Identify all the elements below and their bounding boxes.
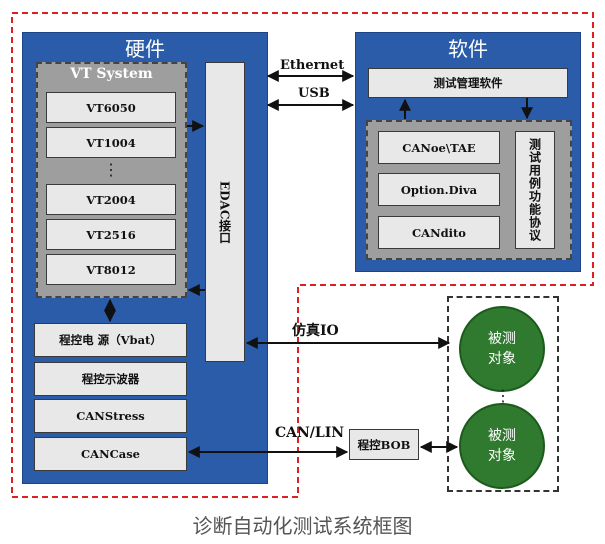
ethernet-label: Ethernet [280,58,345,73]
usb-label: USB [298,86,330,101]
hardware-title: 硬件 [125,37,165,61]
sim-io-label: 仿真IO [292,323,339,339]
protocol-box: 测试用例功能协议 [515,131,555,249]
instrument-oscilloscope: 程控示波器 [34,362,187,396]
test-manager-box: 测试管理软件 [368,68,568,98]
edac-interface: EDAC接口 [205,62,245,362]
instrument-cancase: CANCase [34,437,187,471]
dut-ellipsis: ⋮ [495,386,511,405]
vt-module-vt2516: VT2516 [46,219,176,250]
dut-label-line1: 被测 [488,331,516,347]
dut-circle-2: 被测对象 [459,403,545,489]
dut-label-line2: 对象 [488,351,516,367]
vt-module-ellipsis: ⋮ [103,160,119,179]
vt-module-vt1004: VT1004 [46,127,176,158]
programmable-bob: 程控BOB [349,429,419,460]
instrument-canstress: CANStress [34,399,187,433]
software-title: 软件 [448,37,488,61]
dut-circle-1: 被测对象 [459,306,545,392]
can-lin-label: CAN/LIN [275,425,345,441]
vt-system-title: VT System [70,66,153,82]
tool-option-diva: Option.Diva [378,173,500,206]
instrument-power-supply: 程控电 源（Vbat） [34,323,187,357]
tool-candito: CANdito [378,216,500,249]
tool-canoe-tae: CANoe\TAE [378,131,500,164]
dut-label-line1: 被测 [488,428,516,444]
vt-module-vt2004: VT2004 [46,184,176,215]
vt-module-vt8012: VT8012 [46,254,176,285]
diagram-caption: 诊断自动化测试系统框图 [192,514,413,538]
vt-module-vt6050: VT6050 [46,92,176,123]
dut-group [447,296,559,492]
dut-label-line2: 对象 [488,448,516,464]
